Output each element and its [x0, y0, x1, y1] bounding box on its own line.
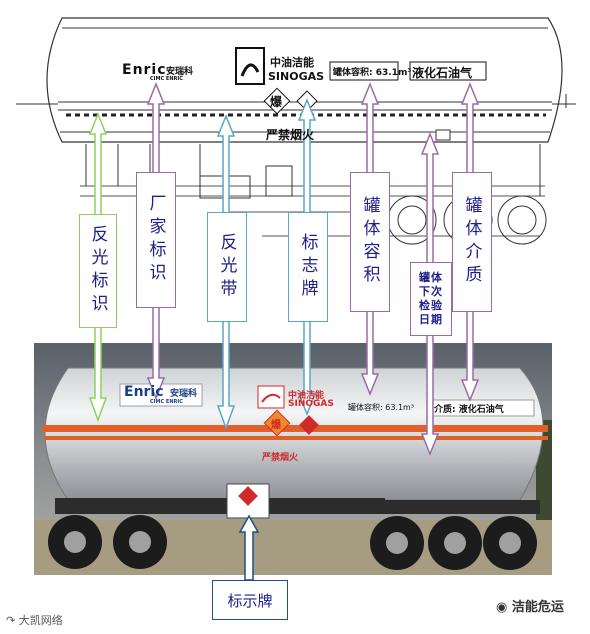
label-placard: 标示牌 — [212, 580, 288, 620]
photo-sinogas-en: SINOGAS — [288, 399, 334, 409]
photo-sinogas-cn: 中油洁能 — [288, 391, 325, 401]
photo-enric-logo: Enric — [124, 384, 164, 400]
tank-photo — [34, 343, 552, 575]
watermark-right: ◉ 洁能危运 — [496, 600, 564, 615]
photo-volume-text: 罐体容积: 63.1m³ — [348, 403, 415, 412]
drawing-enric-cn: 安瑞科 — [166, 67, 194, 77]
wechat-icon: ◉ — [496, 600, 508, 615]
label-sign-plate: 标志牌 — [288, 212, 328, 322]
drawing-enric-sub: CIMC ENRIC — [150, 76, 183, 82]
drawing-inspection-box — [435, 129, 451, 141]
photo-explosion-symbol: 爆 — [271, 420, 281, 431]
label-next-inspection-date: 罐体下次检验日期 — [410, 262, 452, 336]
watermark-logo-icon: ↷ — [6, 614, 16, 627]
drawing-enric-logo: Enric — [122, 62, 167, 78]
photo-medium-text: 介质: 液化石油气 — [434, 405, 504, 415]
drawing-sinogas-en: SINOGAS — [268, 70, 325, 83]
label-manufacturer-mark: 厂家标识 — [136, 172, 176, 308]
watermark-left: ↷ 大凯网络 — [6, 614, 63, 627]
label-reflective-strip: 反光带 — [207, 212, 247, 322]
drawing-explosion-symbol: 爆 — [270, 95, 283, 109]
photo-enric-sub: CIMC ENRIC — [150, 399, 183, 405]
drawing-volume-text: 罐体容积: 63.1m³ — [333, 68, 412, 78]
photo-no-fire: 严禁烟火 — [262, 453, 299, 463]
label-reflective-mark: 反光标识 — [79, 214, 117, 328]
label-tank-medium: 罐体介质 — [452, 172, 492, 312]
label-tank-volume: 罐体容积 — [350, 172, 390, 312]
drawing-medium-text: 液化石油气 — [412, 66, 473, 80]
drawing-logos — [120, 47, 487, 115]
drawing-no-fire: 严禁烟火 — [266, 128, 315, 142]
photo-enric-cn: 安瑞科 — [170, 389, 198, 399]
drawing-sinogas-cn: 中油洁能 — [270, 56, 314, 69]
